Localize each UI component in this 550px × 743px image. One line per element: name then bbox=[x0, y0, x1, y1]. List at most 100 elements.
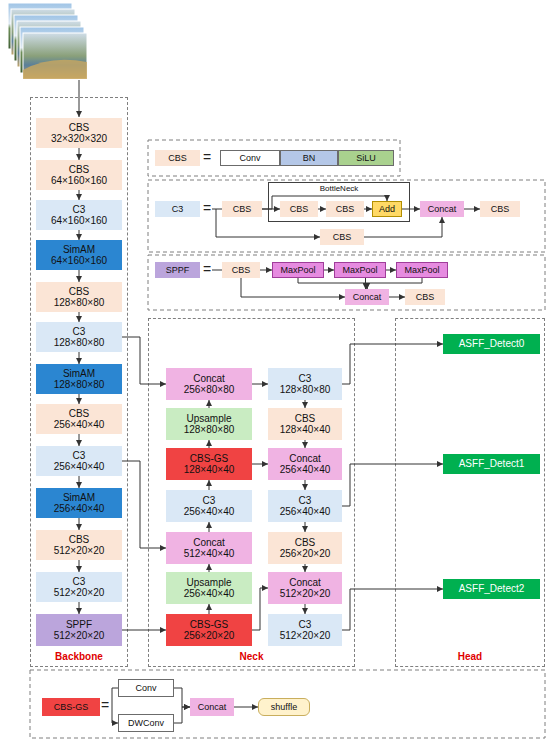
node-label: SimAM bbox=[63, 368, 95, 380]
connector-arrow bbox=[79, 518, 80, 530]
node-label: 64×160×160 bbox=[51, 175, 107, 187]
node-label: C3 bbox=[73, 326, 86, 338]
node-label: 128×80×80 bbox=[184, 424, 235, 436]
cbs-block: CBS bbox=[222, 201, 262, 217]
connector-arrow bbox=[252, 588, 268, 630]
node-label: MaxPool bbox=[342, 265, 377, 275]
equals-sign: = bbox=[203, 149, 211, 165]
cbs-block: CBS512×20×20 bbox=[36, 530, 122, 560]
connector-arrow bbox=[79, 602, 80, 614]
connector-arrow bbox=[234, 707, 258, 708]
connector-arrow bbox=[209, 400, 210, 408]
c3-block: C364×160×160 bbox=[36, 200, 122, 230]
upsample-block: Upsample256×40×40 bbox=[166, 572, 252, 604]
node-label: 128×40×40 bbox=[280, 424, 331, 436]
node-label: Neck bbox=[240, 651, 264, 663]
node-label: CBS bbox=[333, 232, 352, 242]
connector-arrow bbox=[342, 464, 443, 506]
connector-arrow bbox=[252, 464, 268, 465]
node-label: CBS-GS bbox=[190, 619, 228, 631]
connector-arrow bbox=[79, 148, 80, 160]
connector-arrow bbox=[402, 209, 420, 210]
conv-box: Conv bbox=[118, 679, 174, 697]
node-label: SimAM bbox=[63, 244, 95, 256]
bottleneck-box: BottleNeckCBSCBSAdd bbox=[268, 182, 410, 222]
connector-arrow bbox=[79, 312, 80, 322]
connector-arrow bbox=[79, 352, 80, 364]
node-label: 128×40×40 bbox=[184, 464, 235, 476]
input-image bbox=[23, 33, 87, 79]
bn-box: BN bbox=[280, 150, 338, 166]
cbs-block: CBS32×320×320 bbox=[36, 118, 122, 148]
node-label: 256×80×80 bbox=[184, 384, 235, 396]
concat-block: Concat bbox=[345, 289, 389, 305]
group-panel: BackboneCBS32×320×320CBS64×160×160C364×1… bbox=[30, 97, 128, 667]
maxpool-block: MaxPool bbox=[334, 262, 386, 278]
concat-block: Concat512×20×20 bbox=[268, 572, 342, 604]
node-label: 32×320×320 bbox=[51, 133, 107, 145]
sppf-block: SPPF bbox=[155, 262, 200, 278]
node-label: CBS bbox=[290, 204, 309, 214]
node-label: CBS bbox=[233, 204, 252, 214]
input-image bbox=[11, 9, 75, 55]
input-images bbox=[8, 3, 87, 79]
node-label: CBS bbox=[69, 286, 90, 298]
c3-block: C3256×40×40 bbox=[36, 446, 122, 476]
connector-arrow bbox=[174, 707, 190, 723]
maxpool-block: MaxPool bbox=[396, 262, 448, 278]
cbs-block: CBS128×80×80 bbox=[36, 282, 122, 312]
shuffle-box: shuffle bbox=[258, 698, 310, 716]
node-label: C3 bbox=[299, 619, 312, 631]
input-wire bbox=[216, 209, 320, 237]
node-label: SiLU bbox=[356, 153, 376, 163]
c3-block: C3128×80×80 bbox=[268, 368, 342, 400]
node-label: Concat bbox=[193, 537, 225, 549]
node-label: 256×20×20 bbox=[184, 630, 235, 642]
connector-group bbox=[79, 148, 480, 723]
conv-box: DWConv bbox=[118, 714, 174, 732]
connector-arrow bbox=[364, 209, 372, 210]
node-label: 256×40×40 bbox=[184, 588, 235, 600]
concat-block: Concat256×40×40 bbox=[268, 448, 342, 480]
c3-block: C3 bbox=[155, 201, 200, 217]
concat-block: Concat512×40×40 bbox=[166, 532, 252, 564]
node-label: C3 bbox=[73, 576, 86, 588]
node-label: C3 bbox=[172, 204, 184, 214]
connector-arrow bbox=[79, 434, 80, 446]
detect-head: ASFF_Detect1 bbox=[443, 454, 540, 474]
node-label: BottleNeck bbox=[320, 184, 359, 193]
connector-arrow bbox=[209, 564, 210, 572]
connector-arrow bbox=[79, 230, 80, 240]
connector-arrow bbox=[305, 564, 306, 572]
connector-arrow bbox=[122, 630, 166, 631]
simam-block: SimAM128×80×80 bbox=[36, 364, 122, 394]
node-label: 512×40×40 bbox=[184, 548, 235, 560]
node-label: SPPF bbox=[166, 265, 190, 275]
node-label: 256×40×40 bbox=[280, 464, 331, 476]
c3-block: C3256×40×40 bbox=[268, 490, 342, 522]
node-label: C3 bbox=[73, 204, 86, 216]
detect-head: ASFF_Detect2 bbox=[443, 579, 540, 599]
node-label: Head bbox=[458, 651, 482, 663]
node-label: CBS bbox=[69, 122, 90, 134]
node-label: CBS bbox=[69, 408, 90, 420]
node-label: CBS bbox=[336, 204, 355, 214]
input-image bbox=[14, 15, 78, 61]
node-label: 512×20×20 bbox=[280, 630, 331, 642]
node-label: CBS bbox=[295, 537, 316, 549]
connector-arrow bbox=[365, 278, 366, 289]
node-label: SimAM bbox=[63, 492, 95, 504]
definition-panel bbox=[148, 180, 545, 252]
detect-head: ASFF_Detect0 bbox=[443, 334, 540, 354]
node-label: SPPF bbox=[66, 619, 92, 631]
equals-sign: = bbox=[203, 261, 211, 277]
node-label: 256×40×40 bbox=[54, 503, 105, 515]
node-label: CBS-GS bbox=[54, 702, 89, 712]
connector-arrow bbox=[342, 589, 443, 630]
node-label: MaxPool bbox=[404, 265, 439, 275]
node-label: CBS bbox=[69, 164, 90, 176]
node-label: Concat bbox=[289, 577, 321, 589]
image-field bbox=[23, 60, 87, 79]
node-label: ASFF_Detect0 bbox=[459, 338, 525, 350]
